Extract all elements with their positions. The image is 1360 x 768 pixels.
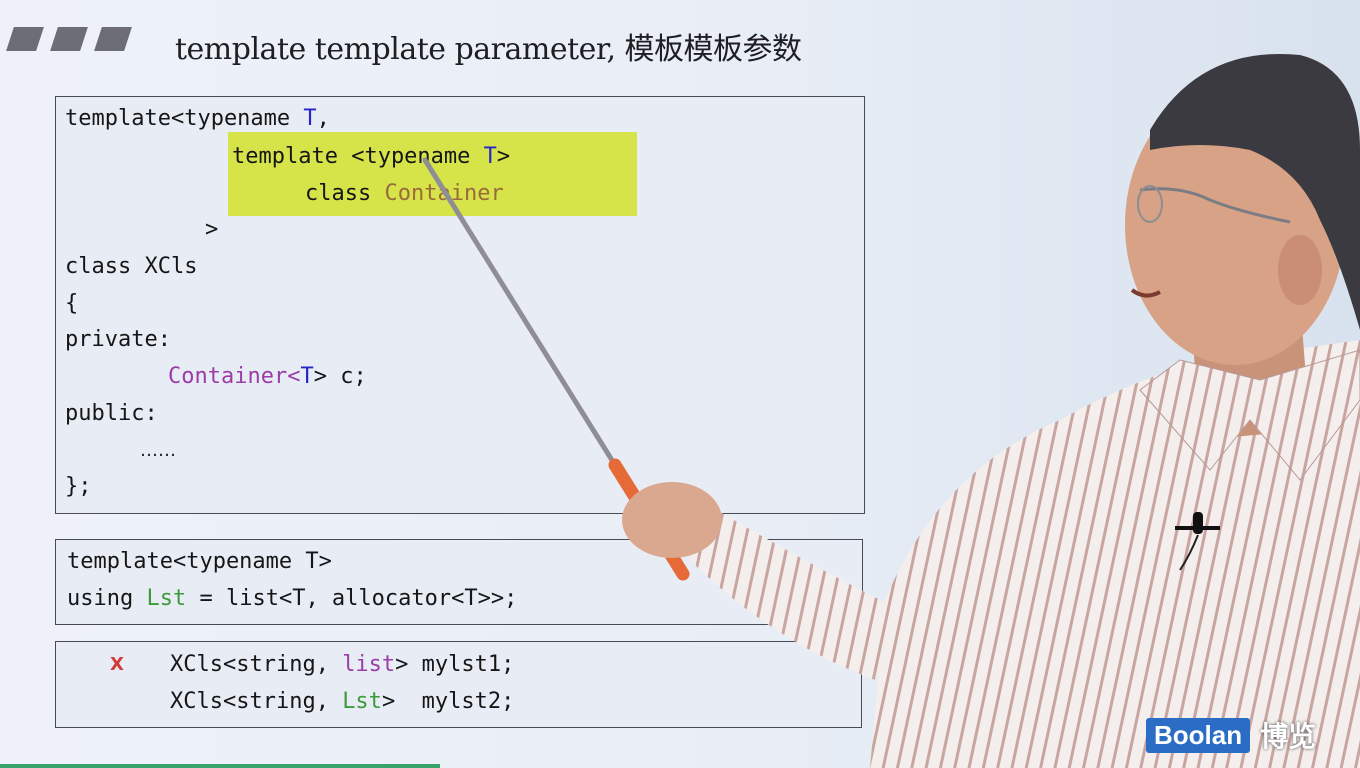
code-line: public: [65, 401, 158, 426]
code-line: private: [65, 327, 171, 352]
boolan-logo: Boolan 博览 [1146, 716, 1316, 754]
lapel-microphone [1193, 512, 1203, 534]
collar [1139, 349, 1360, 481]
logo-brand: Boolan [1146, 717, 1251, 753]
code-line: { [65, 291, 79, 316]
code-line: template <typename T> [232, 144, 511, 169]
decoration-bar [50, 27, 88, 51]
hair [1150, 53, 1360, 330]
decoration-bar [94, 27, 132, 51]
code-line: class Container [305, 181, 504, 206]
code-line: template<typename T> [67, 549, 332, 574]
decoration-bar [6, 27, 44, 51]
ear [1278, 235, 1322, 305]
video-progress-line [0, 764, 440, 768]
neck [1190, 300, 1310, 440]
code-line: XCls<string, list> mylst1; [170, 652, 515, 677]
code-line: XCls<string, Lst> mylst2; [170, 689, 515, 714]
logo-chinese: 博览 [1260, 720, 1317, 753]
code-line: template<typename T, [65, 106, 330, 131]
slide-title: template template parameter, 模板模板参数 [175, 32, 802, 67]
error-mark: X [110, 654, 124, 675]
code-line: }; [65, 474, 92, 499]
glasses [1139, 187, 1291, 224]
code-line: using Lst = list<T, allocator<T>>; [67, 586, 518, 611]
shirt [870, 340, 1360, 768]
code-ellipsis: …… [140, 440, 176, 461]
code-line: class XCls [65, 254, 198, 279]
code-line: > [205, 217, 219, 242]
head [1125, 85, 1345, 365]
code-line: Container<T> c; [168, 364, 367, 389]
